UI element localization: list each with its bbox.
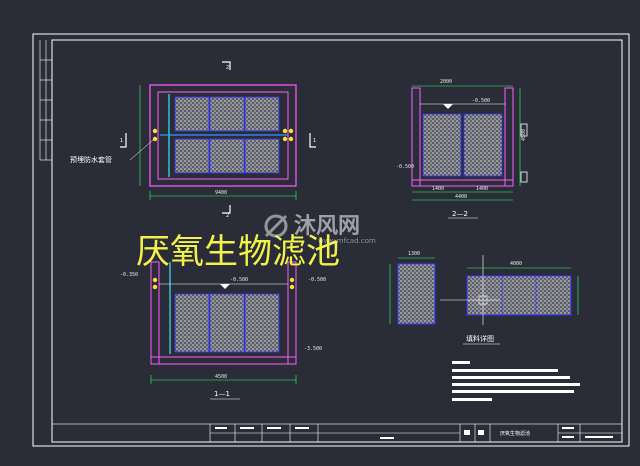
s22-floor bbox=[411, 179, 514, 187]
svg-text:1: 1 bbox=[313, 138, 316, 144]
section-marker-2-bottom: 2 bbox=[222, 205, 231, 219]
s22-flange-marks bbox=[520, 123, 528, 183]
plan-view: 9400 2 2 1 1 预埋防水套管 bbox=[70, 61, 316, 219]
title-block bbox=[51, 423, 623, 443]
plan-media-block-1 bbox=[174, 96, 210, 132]
s22-dim-sub-1: 1400 bbox=[432, 186, 444, 192]
section-1-1-view: -0.350 -0.500 -0.500 -3.500 4500 1—1 bbox=[120, 261, 326, 400]
plan-media-block-3 bbox=[244, 96, 280, 132]
detail-name: 填料详图 bbox=[466, 334, 494, 343]
s11-media-3 bbox=[244, 293, 280, 353]
s22-media-1 bbox=[422, 113, 462, 177]
notes-block bbox=[452, 361, 580, 401]
plan-outer-wall bbox=[149, 84, 297, 187]
s22-dim-right: 4500 bbox=[521, 129, 527, 141]
s22-level-left: -0.500 bbox=[396, 164, 414, 170]
s22-water-level-icon bbox=[443, 104, 453, 109]
pipe-label: 预埋防水套管 bbox=[70, 155, 112, 164]
title-block-cell-marks bbox=[215, 427, 613, 439]
svg-text:2: 2 bbox=[226, 65, 229, 71]
media-detail-view: 1300 4000 填料详图 bbox=[389, 251, 579, 345]
plan-media-block-4 bbox=[174, 138, 210, 174]
watermark: 沐风网 www.mfcad.com bbox=[264, 214, 376, 245]
watermark-url: www.mfcad.com bbox=[318, 237, 376, 245]
detail-dimension-lines bbox=[389, 257, 579, 324]
watermark-brand: 沐风网 bbox=[294, 214, 360, 239]
section-2-2-view: -0.500 -0.500 2000 1400 1400 4400 4500 2… bbox=[396, 79, 528, 219]
plan-dimension-lines bbox=[139, 85, 297, 200]
s22-media-2 bbox=[463, 113, 503, 177]
s22-dim-bottom: 4400 bbox=[455, 194, 467, 200]
s11-level-bottom: -3.500 bbox=[304, 346, 322, 352]
section-marker-1-right: 1 bbox=[309, 133, 316, 148]
outer-frame bbox=[32, 33, 630, 447]
s11-media-1 bbox=[174, 293, 210, 353]
s22-level-water: -0.500 bbox=[472, 98, 490, 104]
detail-dim-a: 1300 bbox=[408, 251, 420, 257]
s11-right-wall bbox=[287, 261, 297, 365]
detail-block-small bbox=[397, 263, 436, 325]
s11-floor bbox=[150, 356, 297, 365]
s11-fittings bbox=[152, 277, 295, 290]
section-marker-2-top: 2 bbox=[222, 61, 231, 71]
s22-dim-top: 2000 bbox=[440, 79, 452, 85]
s11-dimension-lines bbox=[150, 375, 297, 384]
s22-section-name: 2—2 bbox=[452, 210, 468, 218]
left-binding-strip bbox=[39, 40, 52, 161]
pipe-leader-line bbox=[129, 139, 154, 161]
s11-water-level-icon bbox=[220, 284, 230, 289]
plan-dim-bottom: 9400 bbox=[215, 190, 227, 196]
s11-left-wall bbox=[150, 261, 160, 365]
plan-fittings bbox=[152, 128, 294, 142]
s11-level-left: -0.350 bbox=[120, 272, 138, 278]
s11-section-name: 1—1 bbox=[214, 390, 230, 398]
svg-text:1: 1 bbox=[120, 138, 123, 144]
plan-media-block-2 bbox=[209, 96, 245, 132]
detail-block-large bbox=[466, 275, 572, 316]
plan-media-block-6 bbox=[244, 138, 280, 174]
section-marker-1-left: 1 bbox=[120, 133, 127, 148]
s11-level-right: -0.500 bbox=[308, 277, 326, 283]
s11-dim-bottom: 4500 bbox=[215, 374, 227, 380]
detail-crosshair bbox=[440, 255, 500, 325]
detail-dim-b: 4000 bbox=[510, 261, 522, 267]
s22-right-wall bbox=[504, 87, 514, 187]
title-block-drawing-name: 厌氧生物滤池 bbox=[500, 430, 530, 437]
svg-text:2: 2 bbox=[226, 213, 229, 219]
watermark-logo-icon bbox=[264, 214, 288, 238]
s11-media-2 bbox=[209, 293, 245, 353]
s11-level-mid: -0.500 bbox=[230, 277, 248, 283]
s22-left-wall bbox=[411, 87, 421, 187]
plan-media-block-5 bbox=[209, 138, 245, 174]
s22-dim-sub-2: 1400 bbox=[476, 186, 488, 192]
s22-dimension-lines bbox=[412, 85, 521, 201]
main-title: 厌氧生物滤池 bbox=[136, 232, 340, 272]
